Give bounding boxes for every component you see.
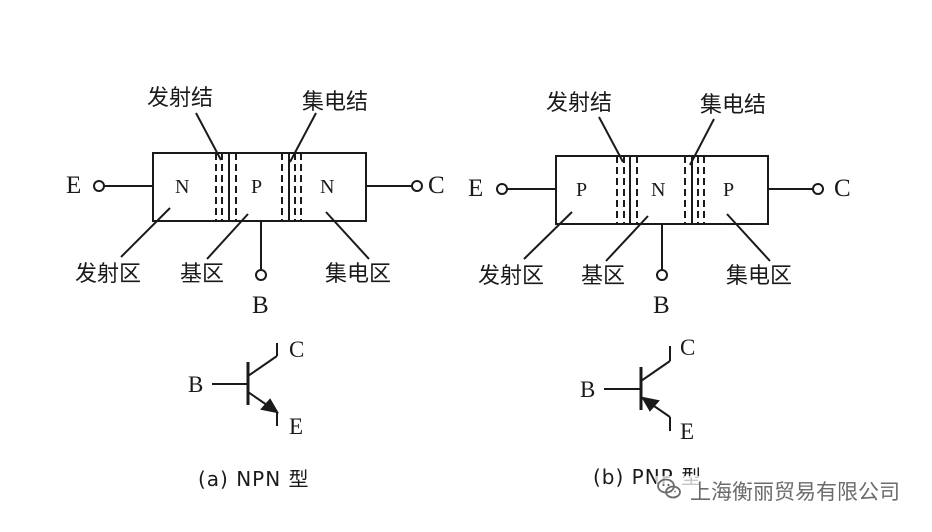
npn-collector-junction-pointer [289,112,317,163]
npn-pin-e-label: E [66,172,82,199]
npn-emitter-region-label: 发射区 [75,262,142,287]
watermark: 上海衡丽贸易有限公司 [656,476,902,506]
pnp-symbol [604,346,671,431]
npn-base-region-pointer [206,213,249,260]
npn-pin-b-label: B [252,292,269,319]
pnp-base-terminal [656,269,668,281]
pnp-region-3-label: P [723,179,735,201]
npn-structure [93,112,423,281]
npn-emitter-junction-label: 发射结 [147,86,214,111]
npn-caption: (a) NPN 型 [198,467,310,491]
pnp-collector-junction-label: 集电结 [700,93,767,118]
pnp-base-region-pointer [605,215,649,262]
npn-symbol-b-label: B [188,372,204,397]
pnp-base-region-label: 基区 [581,264,626,289]
pnp-symbol-e-label: E [680,419,695,444]
pnp-collector-region-label: 集电区 [726,264,793,289]
npn-emitter-region-pointer [120,207,171,258]
watermark-text: 上海衡丽贸易有限公司 [690,480,900,504]
pnp-pin-c-label: C [834,175,851,202]
pnp-symbol-b-label: B [580,377,596,402]
npn-collector-region-label: 集电区 [325,262,392,287]
pnp-emitter-junction-pointer [598,116,624,163]
pnp-region-2-label: N [651,179,666,201]
pnp-structure [496,116,824,281]
pnp-region-1-label: P [576,179,588,201]
npn-emitter-terminal [93,180,105,192]
pnp-emitter-region-pointer [523,211,573,260]
pnp-collector-junction-pointer [689,118,715,166]
npn-symbol [212,343,279,426]
npn-symbol-e-label: E [289,414,304,439]
npn-symbol-collector-diag [247,355,278,377]
pnp-pin-e-label: E [468,175,484,202]
npn-collector-terminal [411,180,423,192]
npn-region-3-label: N [320,176,335,198]
npn-base-terminal [255,269,267,281]
npn-symbol-c-label: C [289,337,305,362]
npn-emitter-junction-pointer [195,112,222,161]
pnp-symbol-c-label: C [680,335,696,360]
pnp-collector-region-pointer [726,213,771,262]
wechat-icon [657,478,684,504]
npn-symbol-emitter-arrow [260,398,279,414]
npn-region-2-label: P [251,176,263,198]
pnp-emitter-junction-label: 发射结 [546,91,613,116]
pnp-emitter-terminal [496,183,508,195]
npn-pin-c-label: C [428,172,445,199]
pnp-symbol-collector-diag [640,360,671,382]
pnp-pin-b-label: B [653,292,670,319]
pnp-emitter-region-label: 发射区 [478,264,545,289]
npn-base-region-label: 基区 [180,262,225,287]
npn-collector-region-pointer [325,211,370,260]
pnp-symbol-emitter-arrow [641,396,660,412]
pnp-collector-terminal [812,183,824,195]
npn-region-1-label: N [175,176,190,198]
npn-collector-junction-label: 集电结 [302,90,369,115]
